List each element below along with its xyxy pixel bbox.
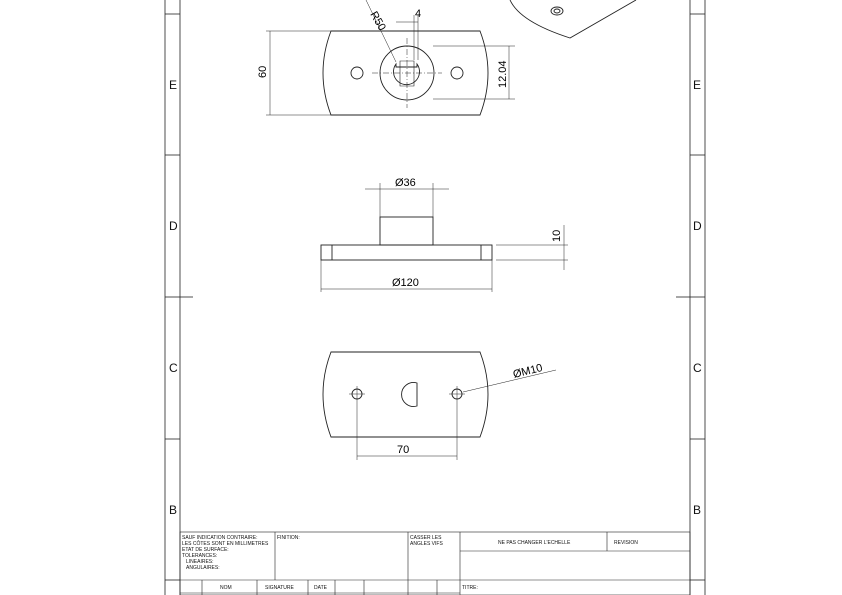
isometric-view: [509, 0, 637, 39]
dim-radius: R50: [367, 10, 387, 33]
dim-plate-height: 60: [257, 66, 269, 78]
general-tolerance-line-4: TOLERANCES:: [182, 553, 218, 559]
bottom-view: [322, 351, 557, 460]
dim-flange-thickness: 10: [551, 230, 563, 242]
zone-right-e: E: [693, 78, 702, 92]
general-tolerance-line-3: ETAT DE SURFACE:: [182, 547, 229, 553]
zone-right-b: B: [693, 503, 702, 517]
title-block-lines: [179, 531, 691, 595]
dim-key-depth: 12.04: [497, 60, 509, 88]
zone-right-d: D: [693, 219, 702, 233]
break-edges-line-1: CASSER LES: [410, 535, 442, 541]
sheet-border: [164, 0, 706, 595]
general-tolerance-line-2: LES CÔTES SONT EN MILLIMETRES: [182, 541, 269, 547]
column-nom: NOM: [220, 585, 232, 591]
general-tolerance-line-1: SAUF INDICATION CONTRAIRE:: [182, 535, 258, 541]
zone-left-e: E: [169, 78, 178, 92]
zone-left-b: B: [169, 503, 178, 517]
top-view: [266, 0, 515, 116]
title-label: TITRE:: [462, 585, 478, 591]
dim-thread: ØM10: [512, 362, 544, 381]
dim-plate-diameter: Ø120: [392, 277, 419, 289]
zone-left-d: D: [169, 219, 178, 233]
finish-label: FINITION:: [277, 535, 300, 541]
column-signature: SIGNATURE: [265, 585, 294, 591]
zone-left-c: C: [169, 361, 178, 375]
no-scale-note: NE PAS CHANGER L'ECHELLE: [498, 540, 571, 546]
front-view: [320, 183, 568, 292]
column-date: DATE: [314, 585, 327, 591]
dim-hub-diameter: Ø36: [395, 177, 416, 189]
break-edges-line-2: ANGLES VIFS: [410, 541, 443, 547]
revision-label: REVISION: [614, 540, 638, 546]
general-tolerance-line-5: LINEAIRES:: [186, 559, 214, 565]
dim-hole-spacing: 70: [397, 444, 409, 456]
dim-keyway-width: 4: [415, 8, 421, 20]
zone-right-c: C: [693, 361, 702, 375]
general-tolerance-line-6: ANGULAIRES:: [186, 565, 220, 571]
